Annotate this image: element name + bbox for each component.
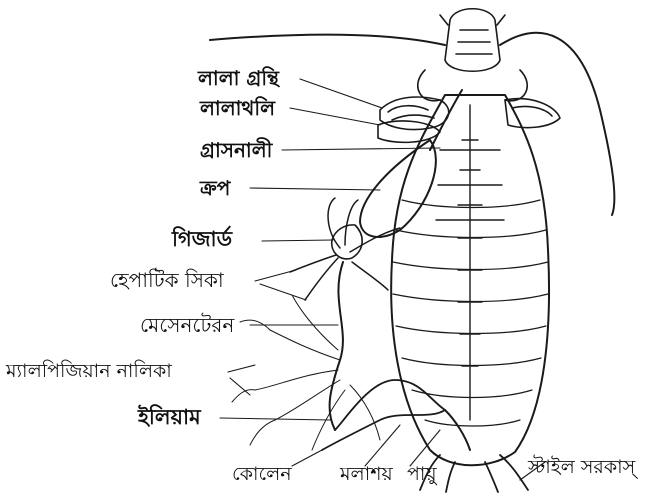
label-mesenteron: মেসেনটেরন [140,315,234,335]
rectum [445,410,470,450]
label-colon: কোলেন [232,465,292,484]
left-antenna [210,35,445,45]
label-anus: পায়ু [407,465,437,484]
label-rectum: মলাশয় [340,465,393,484]
right-antenna [500,33,614,215]
mesenteron [330,262,343,430]
crop [360,140,436,237]
ileum [335,380,445,430]
label-salivary-reservoir: লালাথলি [200,98,275,118]
malpighian-tubules [232,295,380,450]
label-ileum: ইলিয়াম [138,407,201,428]
label-style-cerci: স্টাইল সরকাস্ [528,458,635,477]
label-hepatic-caeca: হেপাটিক সিকা [110,270,224,290]
label-malpighian-tubules: ম্যালপিজিয়ান নালিকা [6,362,172,381]
label-salivary-gland: লালা গ্রন্থি [198,68,279,88]
nerve-cord [436,105,504,420]
hepatic-caeca [290,198,400,300]
head [418,9,527,101]
label-gizzard: গিজার্ড [172,229,232,250]
label-oesophagus: গ্রাসনালী [200,140,272,160]
label-crop: ক্রপ [200,178,230,198]
